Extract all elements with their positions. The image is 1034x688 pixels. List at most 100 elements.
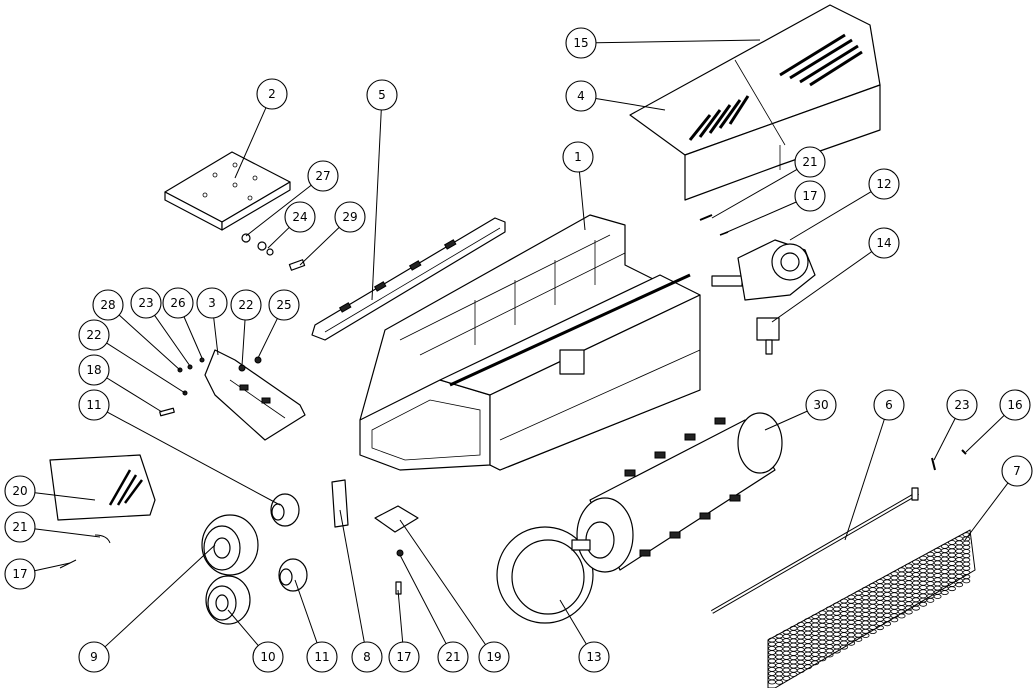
callout-number: 17 <box>12 567 27 581</box>
callout-number: 14 <box>876 236 891 250</box>
callout-number: 11 <box>314 650 329 664</box>
leader-line <box>844 419 885 541</box>
leader-line <box>965 415 1005 453</box>
callout-number: 6 <box>885 398 893 412</box>
callout-number: 17 <box>396 650 411 664</box>
callout-17: 17 <box>794 180 826 212</box>
callout-number: 16 <box>1007 398 1022 412</box>
chain-link <box>804 664 812 670</box>
leader-lines <box>34 39 1009 648</box>
callout-circle <box>130 287 162 319</box>
callout-circle <box>78 641 110 673</box>
callout-circle <box>794 180 826 212</box>
callout-circle <box>252 641 284 673</box>
chain-link <box>876 625 884 631</box>
chain-link <box>811 660 820 666</box>
leader-line <box>595 39 761 44</box>
chain-link <box>861 633 870 638</box>
callout-circle <box>78 354 110 386</box>
leader-line <box>964 482 1009 541</box>
callout-number: 7 <box>1013 464 1021 478</box>
chain-link <box>962 578 971 584</box>
callout-20: 20 <box>4 475 36 507</box>
callout-number: 25 <box>276 298 291 312</box>
leader-line <box>118 314 181 371</box>
callout-circle <box>256 78 288 110</box>
callout-circle <box>306 641 338 673</box>
callout-circle <box>478 641 510 673</box>
callout-16: 16 <box>999 389 1031 421</box>
leader-line <box>294 579 318 644</box>
leader-line <box>227 609 259 646</box>
chain-link <box>890 617 899 623</box>
callout-circle <box>565 80 597 112</box>
callout-circle <box>565 27 597 59</box>
callout-circle <box>4 475 36 507</box>
leader-line <box>764 410 808 431</box>
callout-number: 15 <box>573 36 588 50</box>
leader-line <box>711 169 798 219</box>
chain-link <box>933 594 942 599</box>
leader-line <box>34 562 71 572</box>
callout-11: 11 <box>78 389 110 421</box>
callout-number: 9 <box>90 650 98 664</box>
callout-number: 30 <box>813 398 828 412</box>
part-gearbox <box>711 239 816 301</box>
callout-circle <box>388 641 420 673</box>
callout-21: 21 <box>437 641 469 673</box>
callout-17: 17 <box>388 641 420 673</box>
leader-line <box>234 107 267 179</box>
leader-line <box>106 377 163 413</box>
callout-number: 21 <box>12 520 27 534</box>
callout-circle <box>78 389 110 421</box>
callout-21: 21 <box>794 146 826 178</box>
callout-17: 17 <box>4 558 36 590</box>
callout-circle <box>805 389 837 421</box>
leader-line <box>578 171 586 231</box>
leader-line <box>771 251 873 323</box>
callout-29: 29 <box>334 201 366 233</box>
callout-25: 25 <box>268 289 300 321</box>
callout-circle <box>4 558 36 590</box>
leader-line <box>213 317 219 356</box>
callout-circle <box>999 389 1031 421</box>
part-side-plate <box>49 454 156 569</box>
leader-line <box>183 316 203 359</box>
callout-number: 28 <box>100 298 115 312</box>
callout-number: 26 <box>170 296 185 310</box>
chain-link <box>955 582 964 588</box>
callout-7: 7 <box>1001 455 1033 487</box>
leader-line <box>371 109 382 301</box>
callout-10: 10 <box>252 641 284 673</box>
callout-number: 23 <box>138 296 153 310</box>
callout-6: 6 <box>873 389 905 421</box>
callout-number: 2 <box>268 87 276 101</box>
callout-26: 26 <box>162 287 194 319</box>
callout-number: 8 <box>363 650 371 664</box>
callout-number: 13 <box>586 650 601 664</box>
callout-15: 15 <box>565 27 597 59</box>
callout-number: 21 <box>802 155 817 169</box>
callout-12: 12 <box>868 168 900 200</box>
part-mounting-plate <box>164 151 291 231</box>
chain-link <box>832 648 841 654</box>
callout-circle <box>351 641 383 673</box>
callout-4: 4 <box>565 80 597 112</box>
leader-line <box>397 589 404 643</box>
leader-line <box>595 97 666 111</box>
callout-23: 23 <box>130 287 162 319</box>
callout-number: 27 <box>315 169 330 183</box>
chain-link <box>840 644 848 650</box>
leader-line <box>245 184 312 237</box>
callout-number: 1 <box>574 150 582 164</box>
chain-link <box>868 629 877 634</box>
callout-9: 9 <box>78 641 110 673</box>
part-rod <box>710 487 920 614</box>
chain-link <box>926 598 935 603</box>
leader-line <box>154 315 191 367</box>
chain-link <box>796 668 805 673</box>
callout-number: 11 <box>86 398 101 412</box>
chain-link <box>854 637 863 642</box>
callout-circle <box>1001 455 1033 487</box>
